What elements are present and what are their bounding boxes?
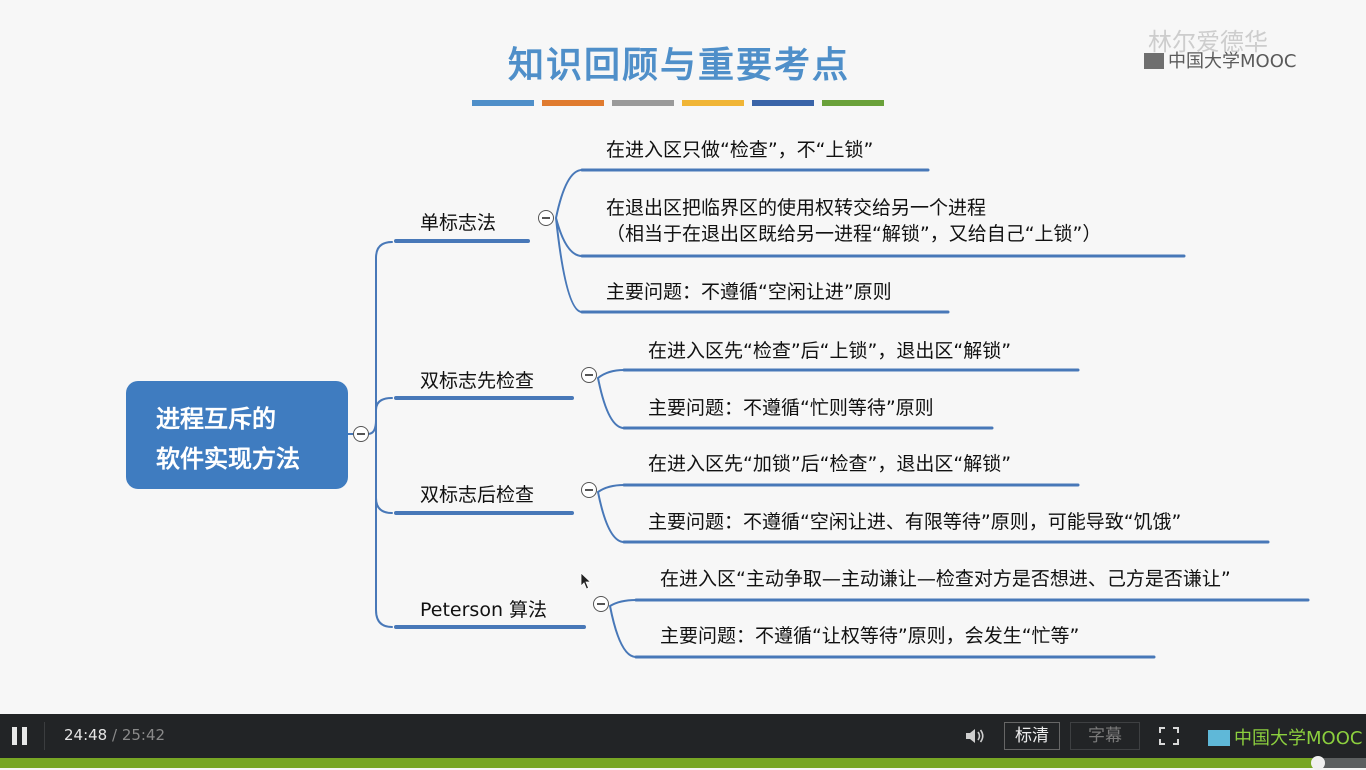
watermark-text: 林尔爱德华 — [1148, 28, 1268, 56]
mindmap-root-node[interactable]: 进程互斥的 软件实现方法 — [126, 381, 348, 489]
mouse-cursor-icon — [580, 572, 592, 590]
total-time: / 25:42 — [112, 726, 166, 744]
slide: 知识回顾与重要考点 林尔爱德华 中国大学MOOC 进程互斥的 软件实现方法 单标… — [126, 28, 1310, 659]
time-display: 24:48 / 25:42 — [64, 726, 165, 744]
leaf-text: 在进入区先“加锁”后“检查”，退出区“解锁” — [648, 453, 1012, 475]
leaf-text-secondary: （相当于在退出区既给另一进程“解锁”，又给自己“上锁”） — [606, 223, 1102, 245]
current-time: 24:48 — [64, 726, 108, 744]
branch-collapse-icon[interactable] — [581, 482, 597, 498]
root-trunk — [375, 241, 393, 628]
title-color-bar — [612, 100, 674, 106]
branch-label-double-flag-check-first: 双标志先检查 — [420, 370, 535, 392]
pause-icon[interactable] — [12, 727, 28, 745]
branch-fan — [597, 484, 625, 543]
leaf-text: 主要问题：不遵循“忙则等待”原则 — [648, 397, 934, 419]
branch-label-peterson: Peterson 算法 — [420, 599, 548, 621]
branch-fan — [609, 599, 637, 658]
root-label-line2: 软件实现方法 — [156, 445, 300, 473]
title-color-bar — [822, 100, 884, 106]
mooc-logo-icon — [1144, 53, 1164, 69]
branch-label-single-flag: 单标志法 — [420, 212, 497, 234]
slide-title: 知识回顾与重要考点 — [508, 45, 851, 86]
branch-collapse-icon[interactable] — [581, 367, 597, 383]
progress-fill — [0, 758, 1319, 768]
player-control-bar: 24:48 / 25:42 标清 字幕 中国大学MOOC — [0, 714, 1366, 758]
leaf-text: 主要问题：不遵循“让权等待”原则，会发生“忙等” — [660, 625, 1080, 647]
player-brand: 中国大学MOOC — [1208, 724, 1362, 750]
leaf-text: 在进入区先“检查”后“上锁”，退出区“解锁” — [648, 340, 1012, 362]
watermark-brand: 中国大学MOOC — [1144, 47, 1296, 73]
mooc-logo-icon — [1208, 730, 1230, 746]
root-label-line1: 进程互斥的 — [156, 405, 276, 433]
divider — [44, 722, 45, 750]
subtitle-button[interactable]: 字幕 — [1070, 722, 1140, 750]
mindmap-connectors — [347, 168, 1310, 659]
fullscreen-icon[interactable] — [1158, 726, 1180, 746]
branch-label-double-flag-check-after: 双标志后检查 — [420, 484, 535, 506]
title-color-bar — [542, 100, 604, 106]
title-color-bar — [752, 100, 814, 106]
branch-fan — [597, 369, 625, 429]
leaf-text: 在进入区只做“检查”，不“上锁” — [606, 139, 874, 161]
leaf-text: 在退出区把临界区的使用权转交给另一个进程 — [606, 197, 987, 219]
progress-bar[interactable] — [0, 756, 1366, 770]
progress-handle[interactable] — [1311, 756, 1326, 770]
volume-icon[interactable] — [964, 727, 986, 745]
title-color-bar — [472, 100, 534, 106]
leaf-text: 主要问题：不遵循“空闲让进、有限等待”原则，可能导致“饥饿” — [648, 511, 1182, 533]
root-connector — [367, 419, 377, 435]
title-color-bar — [682, 100, 744, 106]
root-connector — [375, 397, 393, 514]
root-collapse-icon[interactable] — [353, 426, 369, 442]
quality-button[interactable]: 标清 — [1004, 722, 1060, 750]
branch-fan — [555, 169, 583, 313]
branch-collapse-icon[interactable] — [593, 596, 609, 612]
leaf-text: 主要问题：不遵循“空闲让进”原则 — [606, 281, 892, 303]
leaf-text: 在进入区“主动争取—主动谦让—检查对方是否想进、己方是否谦让” — [660, 568, 1231, 590]
branch-collapse-icon[interactable] — [538, 210, 554, 226]
